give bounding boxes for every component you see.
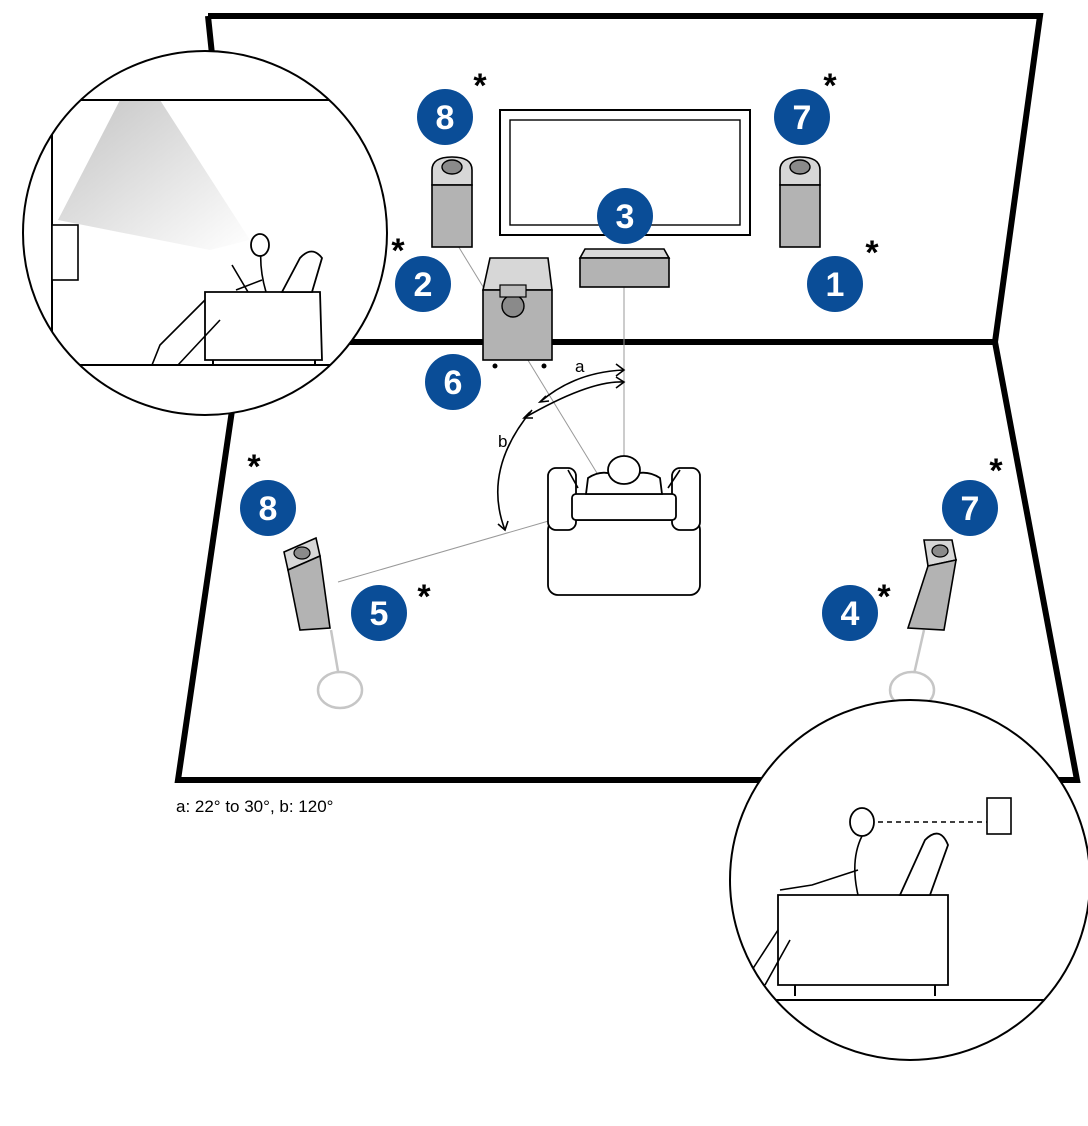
badge-circle <box>597 188 653 244</box>
badge-number: 4 <box>841 595 860 633</box>
badge-circle <box>351 585 407 641</box>
speaker-badge-front-right-top: 7* <box>774 67 837 145</box>
angle-arrowheads <box>497 363 626 532</box>
badge-number: 7 <box>793 99 812 137</box>
side-view-inset-height <box>729 699 1088 1061</box>
badge-asterisk: * <box>473 67 487 105</box>
badge-number: 1 <box>826 266 845 304</box>
badge-circle <box>942 480 998 536</box>
badge-circle <box>774 89 830 145</box>
side-view-inset-reflection <box>22 50 388 416</box>
front-left-speaker <box>431 156 473 248</box>
surround-left-speaker <box>283 536 364 710</box>
badge-asterisk: * <box>823 67 837 105</box>
surround-right-speaker <box>888 539 957 710</box>
badge-asterisk: * <box>417 578 431 616</box>
badge-circle <box>417 89 473 145</box>
angle-b-label: b <box>498 432 507 451</box>
speaker-badge-front-right: 1* <box>807 234 879 312</box>
angle-caption: a: 22° to 30°, b: 120° <box>176 797 333 816</box>
badge-number: 8 <box>436 99 455 137</box>
speaker-badge-front-left: 2* <box>391 232 451 312</box>
badge-asterisk: * <box>877 578 891 616</box>
angle-a-label: a <box>575 357 585 376</box>
speaker-badge-surround-right: 4* <box>822 578 891 641</box>
badge-circle <box>425 354 481 410</box>
speaker-badge-subwoofer: 6 <box>425 354 481 410</box>
center-speaker <box>578 248 671 288</box>
badge-number: 5 <box>370 595 389 633</box>
badge-circle <box>807 256 863 312</box>
badge-asterisk: * <box>989 452 1003 490</box>
subwoofer <box>482 257 553 369</box>
listener-couch <box>547 455 701 596</box>
badge-number: 6 <box>444 364 463 402</box>
speaker-badge-center: 3 <box>597 188 653 244</box>
badge-number: 2 <box>414 266 433 304</box>
television <box>499 109 751 236</box>
speaker-number-badges: 8*7*32*1*68*7*5*4* <box>240 67 1003 641</box>
badge-number: 7 <box>961 490 980 528</box>
badge-asterisk: * <box>391 232 405 270</box>
front-right-speaker <box>779 156 821 248</box>
badge-asterisk: * <box>247 448 261 486</box>
badge-circle <box>395 256 451 312</box>
badge-asterisk: * <box>865 234 879 272</box>
speaker-badge-surround-right-top: 7* <box>942 452 1003 536</box>
badge-circle <box>822 585 878 641</box>
speaker-badge-front-left-top: 8* <box>417 67 487 145</box>
badge-number: 3 <box>616 198 635 236</box>
badge-number: 8 <box>259 490 278 528</box>
speaker-badge-surround-left-top: 8* <box>240 448 296 536</box>
speaker-badge-surround-left: 5* <box>351 578 431 641</box>
badge-circle <box>240 480 296 536</box>
